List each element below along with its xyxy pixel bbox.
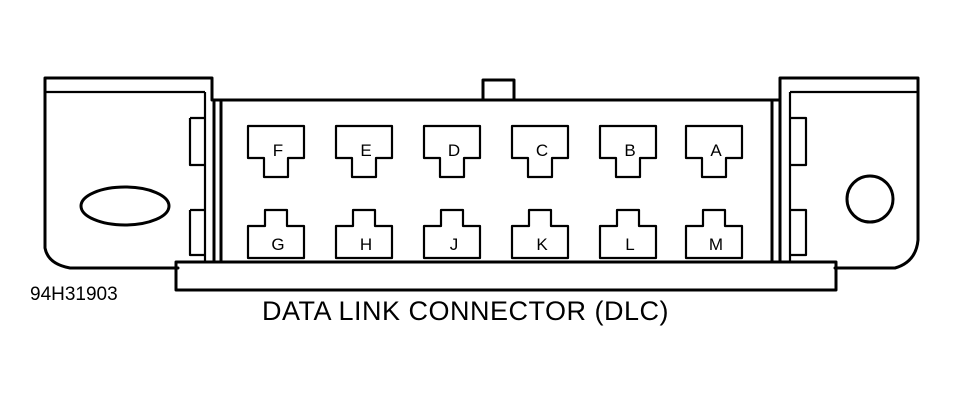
figure-reference-id: 94H31903 xyxy=(30,284,118,305)
pin-cavity-j xyxy=(422,208,482,260)
pin-cavity-g xyxy=(246,208,306,260)
pin-cavity-c xyxy=(510,124,570,179)
pin-label-e: E xyxy=(360,141,371,160)
pin-label-k: K xyxy=(536,235,548,254)
connector-pins: F E D C B A G H J K L M xyxy=(246,124,744,260)
pin-label-c: C xyxy=(536,141,548,160)
pin-cavity-f xyxy=(246,124,306,179)
right-mounting-hole xyxy=(845,174,895,224)
pin-cavity-b xyxy=(598,124,658,179)
pin-label-j: J xyxy=(450,235,459,254)
left-mounting-hole xyxy=(79,185,171,227)
left-mounting-ear xyxy=(43,76,214,270)
pin-label-b: B xyxy=(624,141,635,160)
pin-label-g: G xyxy=(271,235,284,254)
connector-body xyxy=(174,78,838,292)
pin-cavity-a xyxy=(684,124,744,179)
pin-cavity-e xyxy=(334,124,394,179)
pin-label-l: L xyxy=(625,235,634,254)
pin-label-h: H xyxy=(360,235,372,254)
pin-cavity-k xyxy=(510,208,570,260)
right-mounting-ear xyxy=(778,76,920,270)
pin-label-a: A xyxy=(710,141,722,160)
pin-cavity-h xyxy=(334,208,394,260)
diagram-caption: DATA LINK CONNECTOR (DLC) xyxy=(262,296,670,326)
pin-label-f: F xyxy=(273,141,283,160)
pin-cavity-m xyxy=(684,208,744,260)
pin-cavity-l xyxy=(598,208,658,260)
pin-label-m: M xyxy=(709,235,723,254)
pin-label-d: D xyxy=(448,141,460,160)
pin-cavity-d xyxy=(422,124,482,179)
